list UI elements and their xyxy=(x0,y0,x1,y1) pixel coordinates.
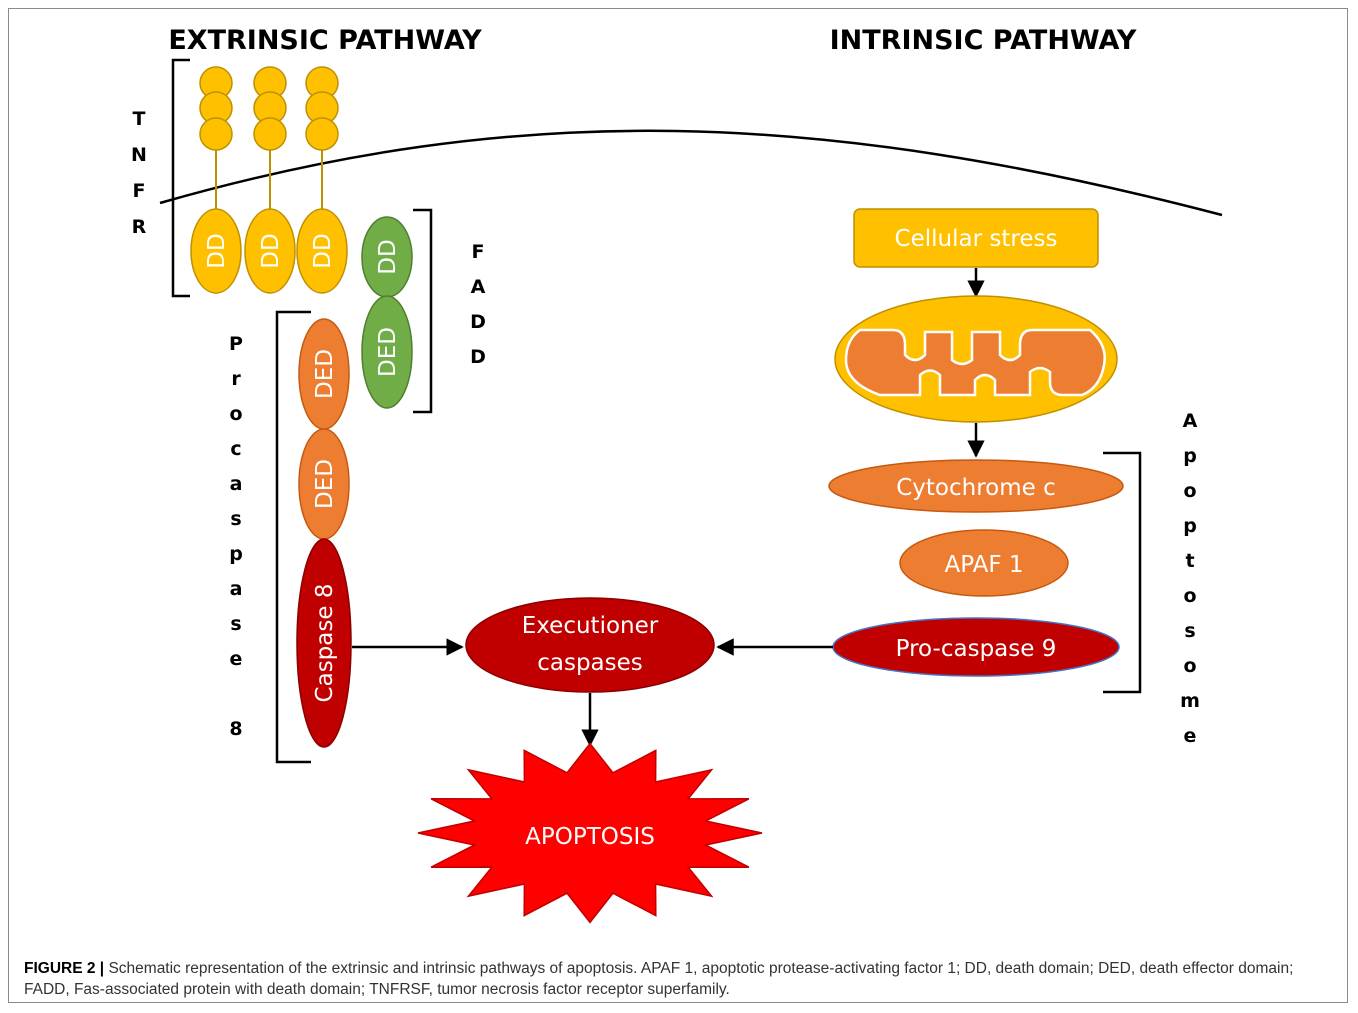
mitochondrion-cristae xyxy=(844,328,1106,397)
procaspase8-letter: o xyxy=(229,403,242,425)
cytochrome-c-label: Cytochrome c xyxy=(896,475,1056,501)
tnfr-bracket xyxy=(171,58,190,298)
apoptosome-letter: o xyxy=(1183,480,1196,502)
executioner-caspases-node: Executioner caspases xyxy=(465,597,715,693)
receptor-1-extracellular xyxy=(199,66,233,151)
caption-text: Schematic representation of the extrinsi… xyxy=(24,960,1294,998)
dd-label: DD xyxy=(310,233,336,268)
cellular-stress-node: Cellular stress xyxy=(853,208,1099,268)
apaf1-node: APAF 1 xyxy=(899,529,1069,597)
procaspase8-letter: a xyxy=(230,578,243,600)
apoptosome-letter: p xyxy=(1183,445,1197,467)
caspase8-label: Caspase 8 xyxy=(312,584,338,703)
fadd-death-domain: DD xyxy=(361,216,413,298)
receptor-3-extracellular xyxy=(305,66,339,151)
apoptosis-label: APOPTOSIS xyxy=(525,824,655,850)
procaspase8-letter: e xyxy=(230,648,243,670)
procaspase8-letter: 8 xyxy=(229,718,242,740)
receptor-2-death-domain: DD xyxy=(244,208,296,294)
fadd-dd-label: DD xyxy=(375,239,401,274)
tnfr-label: TNFR xyxy=(131,108,147,238)
receptor-3-death-domain: DD xyxy=(296,208,348,294)
dd-label: DD xyxy=(258,233,284,268)
fadd-bracket xyxy=(413,208,433,414)
fadd-death-effector-domain: DED xyxy=(361,295,413,409)
apoptosome-letter: t xyxy=(1185,550,1194,572)
intrinsic-pathway-heading: INTRINSIC PATHWAY xyxy=(830,25,1137,56)
procaspase8-letter: P xyxy=(229,333,243,355)
fadd-ded-label: DED xyxy=(375,327,401,377)
ded-label: DED xyxy=(312,349,338,399)
figure-frame xyxy=(8,8,1348,1003)
fadd-letter: A xyxy=(471,276,486,298)
apoptosis-node: APOPTOSIS xyxy=(417,742,763,924)
apoptosome-letter: o xyxy=(1183,655,1196,677)
fadd-letter: D xyxy=(470,311,486,333)
tnfr-letter: N xyxy=(131,144,147,166)
procaspase8-letter: c xyxy=(230,438,241,460)
apoptosome-letter: m xyxy=(1180,690,1200,712)
apoptosome-letter: o xyxy=(1183,585,1196,607)
executioner-label-line1: Executioner xyxy=(522,613,659,639)
tnfr-letter: T xyxy=(133,108,146,130)
caption-label: FIGURE 2 | xyxy=(24,960,105,977)
procaspase8-letter: s xyxy=(230,613,241,635)
extrinsic-pathway-heading: EXTRINSIC PATHWAY xyxy=(168,25,482,56)
figure-caption: FIGURE 2 | Schematic representation of t… xyxy=(24,958,1336,1000)
procaspase8-letter: r xyxy=(231,368,241,390)
apoptosome-letter: A xyxy=(1183,410,1198,432)
procaspase8-bracket xyxy=(275,310,311,764)
apoptosome-letter: p xyxy=(1183,515,1197,537)
dd-label: DD xyxy=(204,233,230,268)
apaf1-label: APAF 1 xyxy=(944,552,1023,578)
fadd-label: FADD xyxy=(470,241,486,368)
procaspase9-label: Pro-caspase 9 xyxy=(896,636,1057,662)
ded-label: DED xyxy=(312,459,338,509)
cell-membrane-line xyxy=(159,129,1223,217)
cytochrome-c-node: Cytochrome c xyxy=(828,459,1124,513)
apoptosome-letter: s xyxy=(1184,620,1195,642)
procaspase8-ded-2: DED xyxy=(298,428,350,540)
tnfr-letter: R xyxy=(132,216,147,238)
apoptosome-bracket xyxy=(1103,451,1142,694)
procaspase8-letter: s xyxy=(230,508,241,530)
apoptosis-starburst xyxy=(417,742,763,924)
caspase8-node: Caspase 8 xyxy=(296,538,352,748)
fadd-letter: F xyxy=(472,241,485,263)
apoptosis-pathways-diagram: EXTRINSIC PATHWAY INTRINSIC PATHWAY TNFR… xyxy=(131,25,1223,924)
procaspase8-ded-1: DED xyxy=(298,318,350,430)
procaspase8-letter: a xyxy=(230,473,243,495)
apoptosome-letter: e xyxy=(1184,725,1197,747)
receptor-2-extracellular xyxy=(253,66,287,151)
receptor-1-death-domain: DD xyxy=(190,208,242,294)
procaspase8-letter: p xyxy=(229,543,243,565)
procaspase9-node: Pro-caspase 9 xyxy=(832,617,1120,677)
executioner-label-line2: caspases xyxy=(537,650,643,676)
tnfr-letter: F xyxy=(133,180,146,202)
mitochondrion-node xyxy=(834,295,1118,423)
cellular-stress-label: Cellular stress xyxy=(895,226,1058,252)
fadd-letter: D xyxy=(470,346,486,368)
